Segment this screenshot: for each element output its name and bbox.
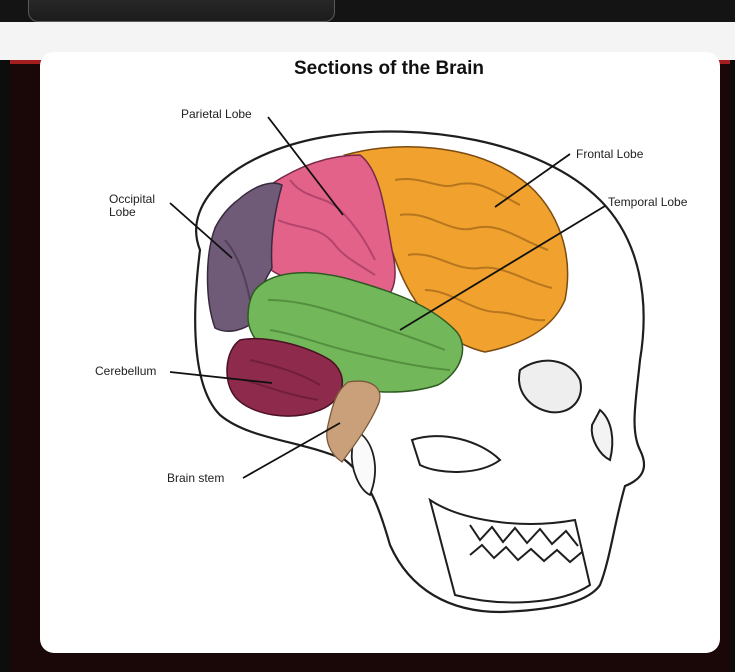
label-frontal-lobe: Frontal Lobe: [576, 148, 643, 161]
label-brain-stem: Brain stem: [167, 472, 224, 485]
label-temporal-lobe: Temporal Lobe: [608, 196, 687, 209]
label-cerebellum: Cerebellum: [95, 365, 156, 378]
label-parietal-lobe: Parietal Lobe: [181, 108, 252, 121]
label-occipital-lobe: Occipital Lobe: [109, 193, 155, 219]
label-occipital-line1: Occipital: [109, 192, 155, 206]
label-occipital-line2: Lobe: [109, 205, 136, 219]
